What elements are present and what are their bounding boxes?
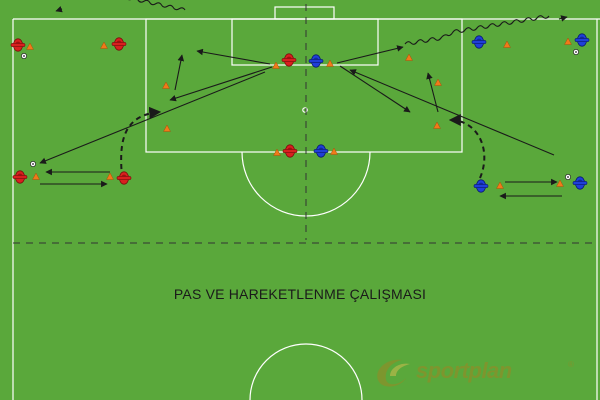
cone-icon: [405, 53, 413, 61]
cone-icon: [26, 42, 34, 50]
balls: [20, 48, 580, 181]
cone-icon: [564, 37, 572, 45]
pass-arrow-icon: [196, 48, 271, 65]
run-arrow-icon: [448, 114, 486, 179]
player-red-icon: [12, 170, 28, 184]
goal: [274, 6, 335, 20]
red-team: [10, 37, 298, 185]
logo-wordmark: sportplan: [416, 358, 512, 383]
pass-arrow-icon: [349, 69, 555, 156]
run-arrows: [174, 54, 439, 113]
player-blue-icon: [313, 144, 329, 158]
center-circle-arc: [249, 343, 363, 400]
guide-lines: [13, 4, 597, 244]
dashed-runs: [120, 106, 486, 179]
cone-icon: [32, 172, 40, 180]
cone-icon: [162, 81, 170, 89]
sportplan-logo: sportplan ®: [372, 354, 582, 390]
run-arrow-icon: [426, 72, 439, 113]
ball-icon: [20, 52, 28, 60]
blue-team: [308, 33, 590, 193]
sportplan-swoosh-icon: [377, 359, 410, 387]
player-blue-icon: [471, 35, 487, 49]
cones: [26, 37, 572, 189]
pass-arrow-icon: [339, 65, 411, 113]
cone-icon: [434, 78, 442, 86]
player-blue-icon: [572, 176, 588, 190]
cone-icon: [433, 121, 441, 129]
cone-icon: [106, 172, 114, 180]
cone-icon: [326, 59, 334, 67]
cone-icon: [556, 179, 564, 187]
cone-icon: [100, 41, 108, 49]
pass-arrow-icon: [336, 45, 404, 64]
dribble-lines: [55, 0, 568, 45]
ball-icon: [572, 48, 580, 56]
player-red-icon: [116, 171, 132, 185]
penalty-spot: [302, 107, 308, 113]
player-red-icon: [111, 37, 127, 51]
cone-icon: [503, 40, 511, 48]
cone-icon: [496, 181, 504, 189]
cone-icon: [163, 124, 171, 132]
run-arrow-icon: [120, 106, 162, 179]
player-blue-icon: [574, 33, 590, 47]
registered-mark: ®: [568, 360, 574, 369]
pass-arrow-icon: [169, 66, 273, 102]
dribble-arrow-icon: [404, 15, 550, 45]
player-red-icon: [282, 144, 298, 158]
drill-title: PAS VE HAREKETLENME ÇALIŞMASI: [173, 286, 427, 302]
penalty-area: [145, 18, 463, 153]
cone-icon: [330, 147, 338, 155]
pitch-markings: [12, 6, 600, 400]
player-red-icon: [281, 53, 297, 67]
pass-arrows: [39, 45, 562, 200]
run-arrow-icon: [174, 54, 185, 91]
dribble-arrow-icon: [71, 0, 186, 11]
pass-arrow-icon: [39, 71, 266, 164]
ball-icon: [29, 160, 37, 168]
player-blue-icon: [473, 179, 489, 193]
ball-icon: [564, 173, 572, 181]
